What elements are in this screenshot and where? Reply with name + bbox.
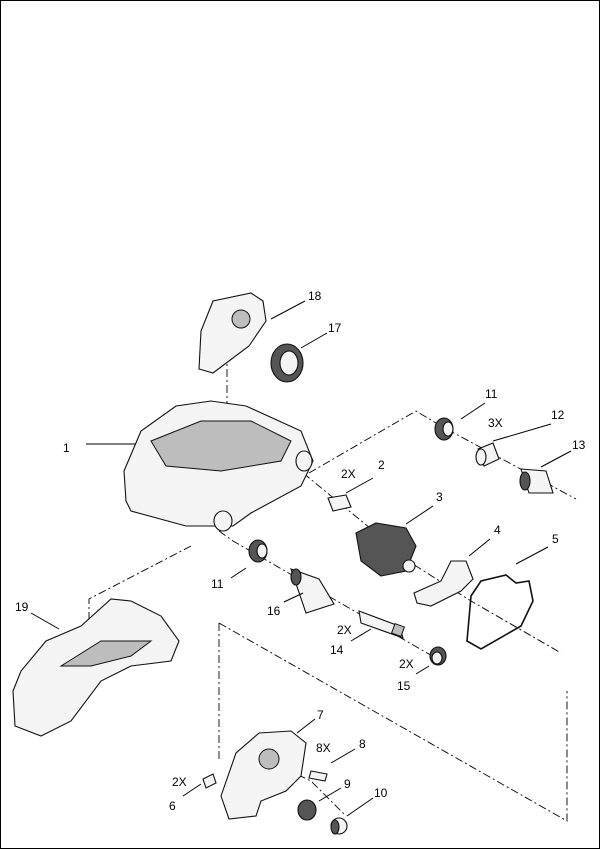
part-16-sleeve xyxy=(290,568,335,614)
callout-7: 7 xyxy=(317,708,324,722)
callout-14-qty: 2X xyxy=(337,623,352,637)
part-19-carrier xyxy=(12,598,180,737)
part-3-adjuster xyxy=(355,522,417,577)
callout-17: 17 xyxy=(328,321,342,335)
part-11-seal-upper xyxy=(434,417,454,441)
callout-9: 9 xyxy=(344,777,351,791)
callout-18: 18 xyxy=(308,289,322,303)
part-7-cover xyxy=(220,730,307,820)
callout-8: 8 xyxy=(359,737,366,751)
leader-lines xyxy=(30,300,572,817)
part-11-seal-lower xyxy=(248,539,268,563)
callout-6: 6 xyxy=(169,799,176,813)
callout-2-qty: 2X xyxy=(341,467,356,481)
part-8-screw xyxy=(308,770,328,782)
part-9-plug xyxy=(297,799,317,821)
part-18-bracket xyxy=(198,292,267,374)
callout-1: 1 xyxy=(63,441,70,455)
part-5-gasket xyxy=(466,574,534,650)
callout-6-qty: 2X xyxy=(172,775,187,789)
callout-4: 4 xyxy=(494,523,501,537)
callout-19: 19 xyxy=(15,600,29,614)
callout-13: 13 xyxy=(572,438,586,452)
callout-14: 14 xyxy=(330,643,344,657)
callout-2: 2 xyxy=(378,458,385,472)
callout-16: 16 xyxy=(267,604,281,618)
callout-12-qty: 3X xyxy=(488,416,503,430)
callout-3: 3 xyxy=(436,490,443,504)
part-6-pin xyxy=(202,773,217,789)
callout-10: 10 xyxy=(374,786,388,800)
assembly-centerlines xyxy=(88,353,577,822)
part-10-cap xyxy=(330,817,348,835)
callout-11: 11 xyxy=(485,387,498,401)
part-12-bushing xyxy=(475,442,500,467)
part-1-caliper-housing xyxy=(123,400,314,532)
callout-5: 5 xyxy=(552,532,559,546)
callout-15: 15 xyxy=(397,679,411,693)
callout-labels: 18 17 11 3X 12 13 1 2X 2 3 4 5 11 16 19 … xyxy=(15,289,586,813)
part-2-spring xyxy=(327,494,352,512)
callout-8-qty: 8X xyxy=(316,741,331,755)
part-14-guide-bolt xyxy=(358,610,406,639)
part-15-cap xyxy=(429,646,447,666)
part-17-seal xyxy=(270,343,304,383)
callout-15-qty: 2X xyxy=(399,657,414,671)
part-4-lever xyxy=(413,560,474,607)
callout-11-lower: 11 xyxy=(211,577,224,591)
callout-12: 12 xyxy=(551,408,565,422)
part-13-sleeve xyxy=(519,468,554,494)
